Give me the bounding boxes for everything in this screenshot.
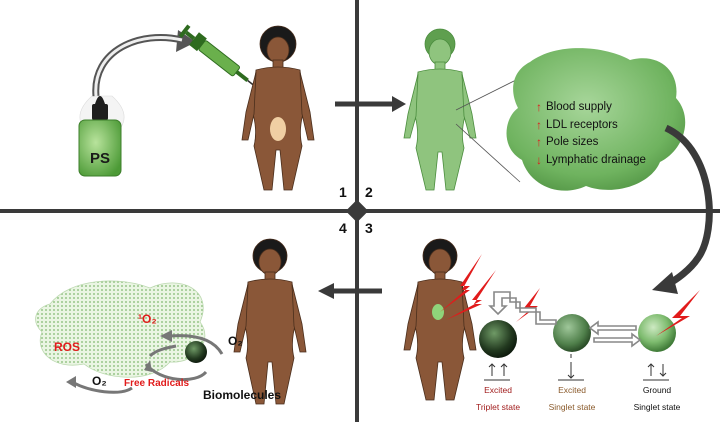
tumor-property-text: Pole sizes (546, 136, 599, 148)
tumor-property-row: ↑ Pole sizes (536, 134, 646, 152)
tumor-property-text: LDL receptors (546, 118, 618, 131)
ps-bottle-label: PS (89, 150, 110, 167)
tumor-property-row: ↑ Blood supply (536, 99, 646, 117)
patient-body-q4 (233, 238, 307, 405)
reaction-arrowheads (66, 330, 172, 388)
biomolecules-label: Biomolecules (203, 388, 282, 402)
ground-singlet-line1: Ground (642, 385, 672, 395)
quadrant-3-label: 3 (365, 220, 373, 236)
patient-body-q1 (241, 25, 315, 191)
quadrant-2-label: 2 (365, 184, 373, 200)
excited-triplet-line2: Triplet state (475, 402, 521, 412)
curved-arrow-icon (92, 33, 183, 97)
excited-singlet-label: Excited Singlet state (546, 384, 598, 413)
patient-body-q2 (403, 28, 477, 191)
excited-triplet-line1: Excited (484, 385, 512, 395)
transition-arrows (488, 291, 642, 348)
ground-singlet-line2: Singlet state (633, 402, 681, 412)
arrow-up-icon: ↑ (536, 100, 542, 114)
singlet-oxygen-label: ¹O₂ (138, 312, 157, 326)
o2-left-label: O₂ (92, 374, 107, 388)
quadrant-1-label: 1 (339, 184, 347, 200)
patient-body-q3 (403, 238, 477, 401)
ground-singlet-sphere (638, 314, 676, 352)
arrow-q3-to-q4 (318, 283, 382, 299)
arrow-up-icon: ↑ (536, 117, 542, 132)
excited-singlet-line2: Singlet state (548, 402, 596, 412)
tumor-property-text: Blood supply (546, 101, 612, 113)
zoom-line-bottom (455, 123, 521, 183)
quadrant-4-label: 4 (339, 220, 347, 236)
energy-levels (484, 354, 669, 381)
laser-bolt-ground (656, 290, 700, 336)
excited-triplet-label: Excited Triplet state (474, 384, 522, 413)
dropper-bottle-icon (78, 95, 125, 177)
arrow-q1-to-q2 (335, 96, 406, 112)
ros-label: ROS (54, 340, 81, 354)
tumor-property-row: ↑ LDL receptors (536, 117, 646, 135)
tumor-blob (506, 48, 686, 191)
arrow-down-icon: ↓ (536, 152, 542, 167)
excited-singlet-sphere (553, 314, 591, 352)
excited-triplet-sphere (479, 320, 517, 358)
ground-singlet-label: Ground Singlet state (630, 384, 684, 413)
syringe-icon (178, 24, 260, 90)
tumor-property-row: ↓ Lymphatic drainage (536, 152, 646, 170)
laser-bolt-singlet (516, 288, 540, 322)
photosensitizer-sphere (185, 341, 207, 363)
curved-arrow-q2-to-q3 (664, 124, 713, 288)
tumor-property-text: Lymphatic drainage (546, 153, 646, 166)
tumor-cell-mesh (35, 280, 206, 378)
excited-singlet-line1: Excited (558, 385, 586, 395)
o2-right-label: O₂ (228, 334, 243, 348)
arrow-up-icon: ↑ (536, 135, 542, 149)
tumor-properties-list: ↑ Blood supply ↑ LDL receptors ↑ Pole sizes ↓ L… (536, 99, 646, 169)
free-radicals-label: Free Radicals (124, 378, 190, 389)
